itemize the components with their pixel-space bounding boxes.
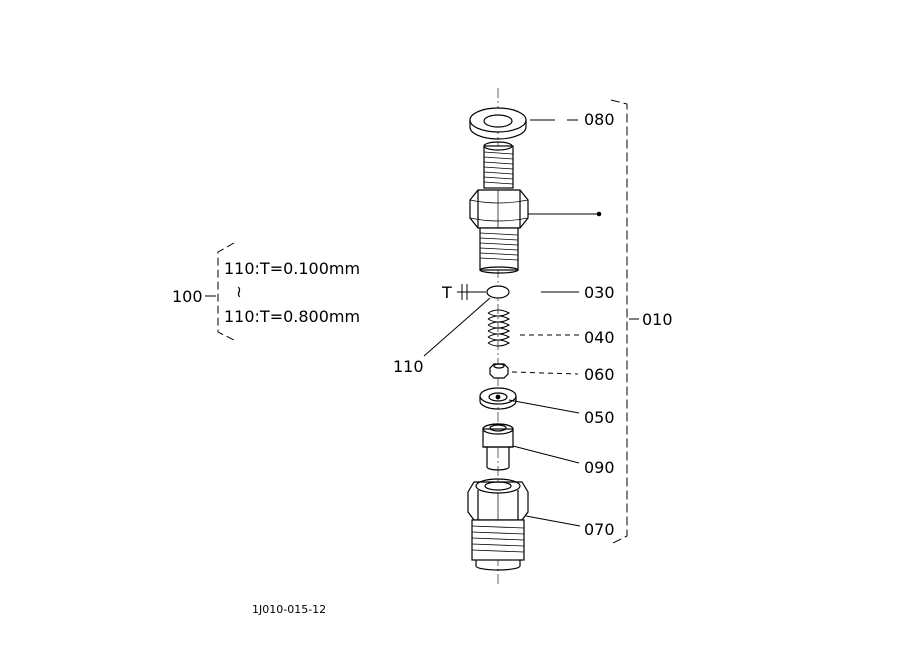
shim-note-last: 110:T=0.800mm xyxy=(224,307,360,326)
leader-dot xyxy=(596,211,602,217)
nozzle-holder-body xyxy=(469,141,529,274)
label-090: 090 xyxy=(584,458,615,477)
shim-note-first: 110:T=0.100mm xyxy=(224,259,360,278)
part-labels: 080 030 040 060 050 090 070 010 110 100 … xyxy=(172,110,673,616)
nozzle-090 xyxy=(482,423,514,471)
label-060: 060 xyxy=(584,365,615,384)
spring-040 xyxy=(487,309,511,347)
shim-note-bracket xyxy=(205,242,235,341)
label-030: 030 xyxy=(584,283,615,302)
label-110: 110 xyxy=(393,357,424,376)
label-040: 040 xyxy=(584,328,615,347)
shim-note-range: ≀ xyxy=(236,282,242,301)
distance-piece-050 xyxy=(479,387,517,410)
label-050: 050 xyxy=(584,408,615,427)
thickness-label: T xyxy=(441,283,452,302)
label-070: 070 xyxy=(584,520,615,539)
assembly-bracket-010 xyxy=(610,99,639,545)
figure-code: 1J010-015-12 xyxy=(252,603,326,616)
spring-seat-060 xyxy=(489,363,509,379)
shim-110 xyxy=(486,285,510,299)
washer-080 xyxy=(469,107,527,140)
label-010: 010 xyxy=(642,310,673,329)
retaining-nut-070 xyxy=(467,478,529,571)
label-100: 100 xyxy=(172,287,203,306)
leader-lines xyxy=(423,119,598,527)
label-080: 080 xyxy=(584,110,615,129)
thickness-indicator xyxy=(457,284,486,300)
